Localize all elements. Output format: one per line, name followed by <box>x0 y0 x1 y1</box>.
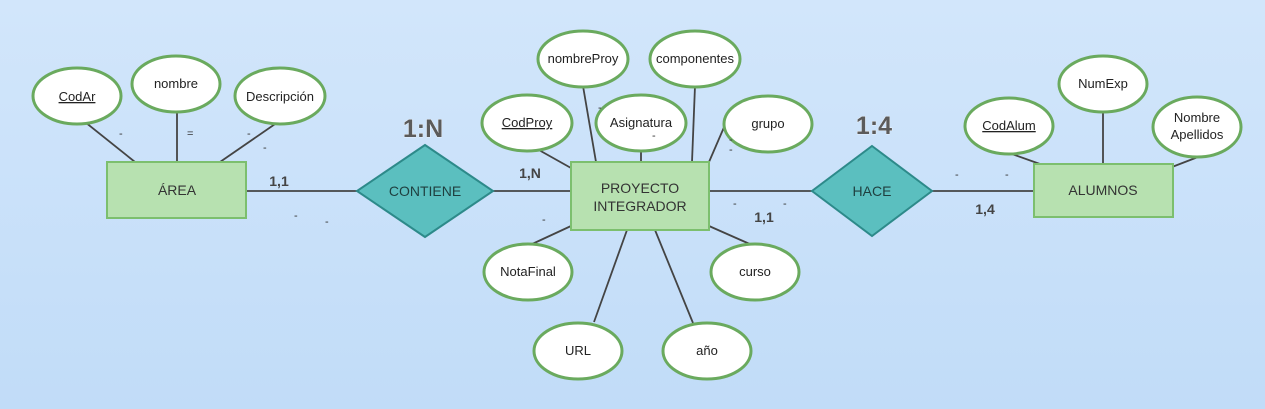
relation-hace[interactable]: HACE <box>810 144 934 238</box>
dash-mark: - <box>263 142 267 154</box>
attr-nombre[interactable]: nombre <box>130 54 222 114</box>
line-curso <box>708 225 753 246</box>
attr-anio-label: año <box>696 343 718 358</box>
attr-nombre-apellidos-label-line2: Apellidos <box>1171 127 1224 142</box>
dash-marks: - = - - - - - - - - - - - - - <box>119 102 1009 228</box>
attr-nombre-apellidos[interactable]: Nombre Apellidos <box>1151 95 1243 159</box>
attr-nombreproy[interactable]: nombreProy <box>536 29 630 89</box>
attr-url-label: URL <box>565 343 591 358</box>
entity-alumnos-label: ALUMNOS <box>1068 182 1137 198</box>
attr-grupo[interactable]: grupo <box>722 94 814 154</box>
card-contiene-proyecto: 1,N <box>519 165 541 181</box>
equals-mark: = <box>187 128 193 140</box>
dash-mark: - <box>955 169 959 181</box>
attr-numexp[interactable]: NumExp <box>1057 54 1149 114</box>
entity-proyecto-label-line2: INTEGRADOR <box>593 198 686 214</box>
attr-componentes-label: componentes <box>656 51 735 66</box>
attr-descripcion-label: Descripción <box>246 89 314 104</box>
entity-proyecto-label-line1: PROYECTO <box>601 180 679 196</box>
line-anio <box>654 229 694 324</box>
attr-codproy[interactable]: CodProy <box>480 93 574 153</box>
line-nombre-apellidos <box>1171 156 1199 168</box>
attr-grupo-label: grupo <box>751 116 784 131</box>
entity-area-label: ÁREA <box>158 182 197 198</box>
attr-codproy-label: CodProy <box>502 115 553 130</box>
attr-notafinal[interactable]: NotaFinal <box>482 242 574 302</box>
entity-proyecto-integrador[interactable]: PROYECTO INTEGRADOR <box>570 161 710 231</box>
card-area-contiene: 1,1 <box>269 173 289 189</box>
attr-curso-label: curso <box>739 264 771 279</box>
line-nombreproy <box>582 85 597 163</box>
dash-mark: - <box>783 198 787 210</box>
relation-hace-label: HACE <box>853 183 892 199</box>
dash-mark: - <box>247 128 251 140</box>
attr-asignatura-label: Asignatura <box>610 115 673 130</box>
entity-alumnos[interactable]: ALUMNOS <box>1033 163 1174 218</box>
attributes: CodAr nombre Descripción CodProy nombreP… <box>31 29 1243 381</box>
attr-curso[interactable]: curso <box>709 242 801 302</box>
relation-contiene-label: CONTIENE <box>389 183 461 199</box>
dash-mark: - <box>119 128 123 140</box>
line-url <box>593 229 628 323</box>
attr-asignatura[interactable]: Asignatura <box>594 93 688 153</box>
attr-notafinal-label: NotaFinal <box>500 264 556 279</box>
attr-codar-label: CodAr <box>59 89 97 104</box>
entity-area[interactable]: ÁREA <box>106 161 247 219</box>
dash-mark: - <box>1005 169 1009 181</box>
dash-mark: - <box>729 144 733 156</box>
attr-anio[interactable]: año <box>661 321 753 381</box>
line-notafinal <box>529 225 572 246</box>
attr-componentes[interactable]: componentes <box>648 29 742 89</box>
dash-mark: - <box>733 198 737 210</box>
attr-codalum-label: CodAlum <box>982 118 1035 133</box>
attr-numexp-label: NumExp <box>1078 76 1128 91</box>
dash-mark: - <box>542 214 546 226</box>
card-proyecto-hace: 1,1 <box>754 209 774 225</box>
dash-mark: - <box>729 134 733 146</box>
card-hace-alumnos: 1,4 <box>975 201 995 217</box>
attr-descripcion[interactable]: Descripción <box>233 66 327 126</box>
relation-contiene[interactable]: CONTIENE <box>355 143 495 239</box>
line-componentes <box>691 85 696 163</box>
attr-nombre-apellidos-label-line1: Nombre <box>1174 110 1220 125</box>
attr-codalum[interactable]: CodAlum <box>963 96 1055 156</box>
dash-mark: - <box>652 130 656 142</box>
ratio-contiene: 1:N <box>403 115 443 143</box>
dash-mark: - <box>294 210 298 222</box>
ratio-hace: 1:4 <box>856 112 892 140</box>
attr-nombre-label: nombre <box>154 76 198 91</box>
attr-nombreproy-label: nombreProy <box>548 51 619 66</box>
dash-mark: - <box>598 102 602 114</box>
cardinalities: 1,1 1,N 1,1 1,4 1:N 1:4 <box>269 112 995 225</box>
line-codalum <box>1011 153 1041 165</box>
line-descripcion <box>219 121 279 163</box>
attr-url[interactable]: URL <box>532 321 624 381</box>
line-codar <box>79 117 136 163</box>
attr-codar[interactable]: CodAr <box>31 66 123 126</box>
dash-mark: - <box>325 216 329 228</box>
